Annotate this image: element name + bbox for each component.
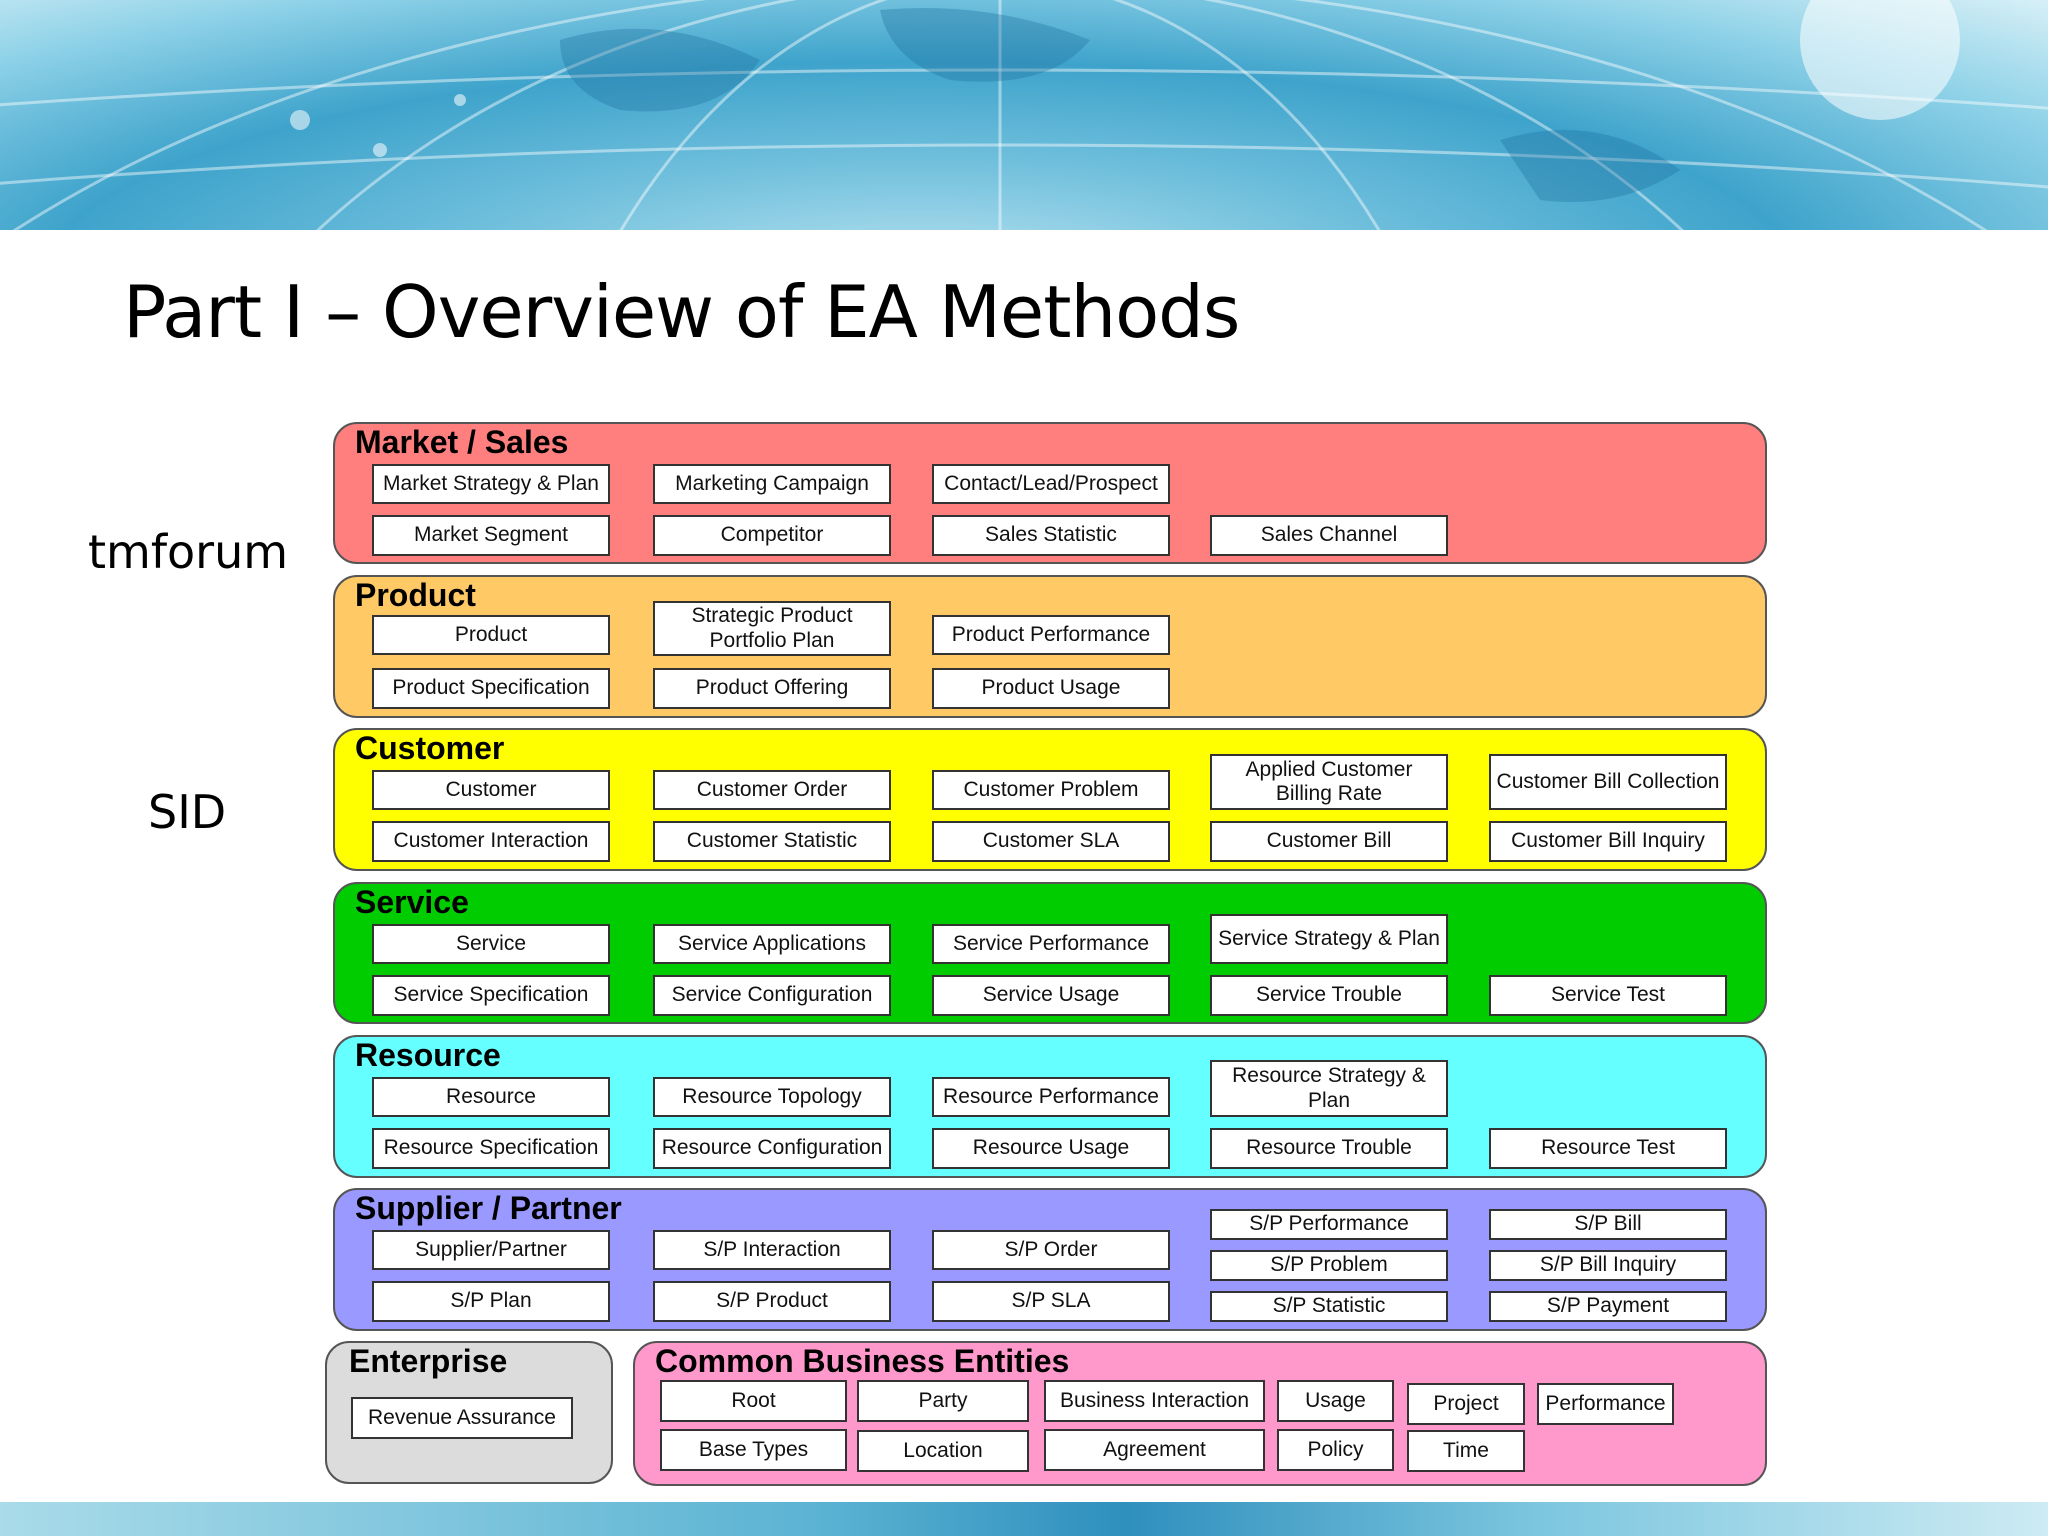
entity-box: Sales Statistic xyxy=(932,515,1170,556)
entity-box: Customer Interaction xyxy=(372,821,610,862)
entity-box: Root xyxy=(660,1380,847,1422)
entity-box: Performance xyxy=(1537,1383,1674,1425)
entity-box: Customer Bill Inquiry xyxy=(1489,821,1727,862)
entity-box: Service Applications xyxy=(653,924,891,964)
entity-box: S/P Statistic xyxy=(1210,1291,1448,1322)
entity-box: S/P SLA xyxy=(932,1281,1170,1322)
customer-domain: Customer Customer Customer Order Custome… xyxy=(333,728,1767,871)
entity-box: Market Segment xyxy=(372,515,610,556)
entity-box: S/P Product xyxy=(653,1281,891,1322)
entity-box: Party xyxy=(857,1380,1029,1422)
enterprise-domain: Enterprise Revenue Assurance xyxy=(325,1341,613,1484)
entity-box: Product Performance xyxy=(932,615,1170,655)
entity-box: S/P Plan xyxy=(372,1281,610,1322)
entity-box: Resource Configuration xyxy=(653,1128,891,1169)
entity-box: Time xyxy=(1407,1430,1525,1472)
entity-box: Product Specification xyxy=(372,668,610,709)
entity-box: Applied Customer Billing Rate xyxy=(1210,754,1448,810)
top-globe-banner xyxy=(0,0,2048,230)
domain-title: Supplier / Partner xyxy=(355,1190,622,1226)
entity-box: Service Trouble xyxy=(1210,975,1448,1016)
entity-box: Resource xyxy=(372,1077,610,1117)
common-business-entities-domain: Common Business Entities Root Party Busi… xyxy=(633,1341,1767,1486)
entity-box: Base Types xyxy=(660,1429,847,1471)
entity-box: S/P Payment xyxy=(1489,1291,1727,1322)
entity-box: Service Strategy & Plan xyxy=(1210,914,1448,964)
domain-title: Enterprise xyxy=(349,1343,508,1379)
entity-box: Service Configuration xyxy=(653,975,891,1016)
bottom-globe-banner xyxy=(0,1502,2048,1536)
entity-box: S/P Problem xyxy=(1210,1250,1448,1281)
entity-box: Service Test xyxy=(1489,975,1727,1016)
entity-box: Strategic Product Portfolio Plan xyxy=(653,601,891,656)
entity-box: Customer xyxy=(372,770,610,810)
entity-box: S/P Interaction xyxy=(653,1230,891,1270)
entity-box: Customer Bill Collection xyxy=(1489,754,1727,810)
entity-box: S/P Performance xyxy=(1210,1209,1448,1240)
entity-box: Location xyxy=(857,1430,1029,1472)
entity-box: Customer Statistic xyxy=(653,821,891,862)
entity-box: Marketing Campaign xyxy=(653,464,891,504)
entity-box: Resource Topology xyxy=(653,1077,891,1117)
entity-box: S/P Bill xyxy=(1489,1209,1727,1240)
entity-box: Sales Channel xyxy=(1210,515,1448,556)
resource-domain: Resource Resource Resource Topology Reso… xyxy=(333,1035,1767,1178)
domain-title: Market / Sales xyxy=(355,424,569,460)
slide-title: Part I – Overview of EA Methods xyxy=(123,270,1240,354)
entity-box: Market Strategy & Plan xyxy=(372,464,610,504)
entity-box: Customer Problem xyxy=(932,770,1170,810)
domain-title: Customer xyxy=(355,730,505,766)
domain-title: Resource xyxy=(355,1037,501,1073)
entity-box: Customer SLA xyxy=(932,821,1170,862)
entity-box: Resource Test xyxy=(1489,1128,1727,1169)
domain-title: Product xyxy=(355,577,476,613)
entity-box: Business Interaction xyxy=(1044,1380,1265,1422)
entity-box: Policy xyxy=(1277,1429,1394,1471)
globe-grid-graphic xyxy=(0,0,2048,230)
entity-box: Resource Specification xyxy=(372,1128,610,1169)
entity-box: Resource Trouble xyxy=(1210,1128,1448,1169)
entity-box: Resource Usage xyxy=(932,1128,1170,1169)
entity-box: Supplier/Partner xyxy=(372,1230,610,1270)
entity-box: Product xyxy=(372,615,610,655)
entity-box: S/P Order xyxy=(932,1230,1170,1270)
entity-box: S/P Bill Inquiry xyxy=(1489,1250,1727,1281)
entity-box: Service Usage xyxy=(932,975,1170,1016)
domain-title: Common Business Entities xyxy=(655,1343,1070,1379)
entity-box: Customer Order xyxy=(653,770,891,810)
entity-box: Customer Bill xyxy=(1210,821,1448,862)
entity-box: Contact/Lead/Prospect xyxy=(932,464,1170,504)
entity-box: Resource Strategy & Plan xyxy=(1210,1060,1448,1117)
entity-box: Agreement xyxy=(1044,1429,1265,1471)
supplier-partner-domain: Supplier / Partner Supplier/Partner S/P … xyxy=(333,1188,1767,1331)
entity-box: Service Performance xyxy=(932,924,1170,964)
entity-box: Product Usage xyxy=(932,668,1170,709)
entity-box: Usage xyxy=(1277,1380,1394,1422)
entity-box: Product Offering xyxy=(653,668,891,709)
entity-box: Service Specification xyxy=(372,975,610,1016)
entity-box: Competitor xyxy=(653,515,891,556)
domain-title: Service xyxy=(355,884,469,920)
sid-label: SID xyxy=(148,785,227,839)
market-sales-domain: Market / Sales Market Strategy & Plan Ma… xyxy=(333,422,1767,564)
tmforum-label: tmforum xyxy=(88,525,289,579)
service-domain: Service Service Service Applications Ser… xyxy=(333,882,1767,1024)
entity-box: Project xyxy=(1407,1383,1525,1425)
entity-box: Resource Performance xyxy=(932,1077,1170,1117)
product-domain: Product Product Strategic Product Portfo… xyxy=(333,575,1767,718)
entity-box: Service xyxy=(372,924,610,964)
entity-box: Revenue Assurance xyxy=(351,1397,573,1439)
